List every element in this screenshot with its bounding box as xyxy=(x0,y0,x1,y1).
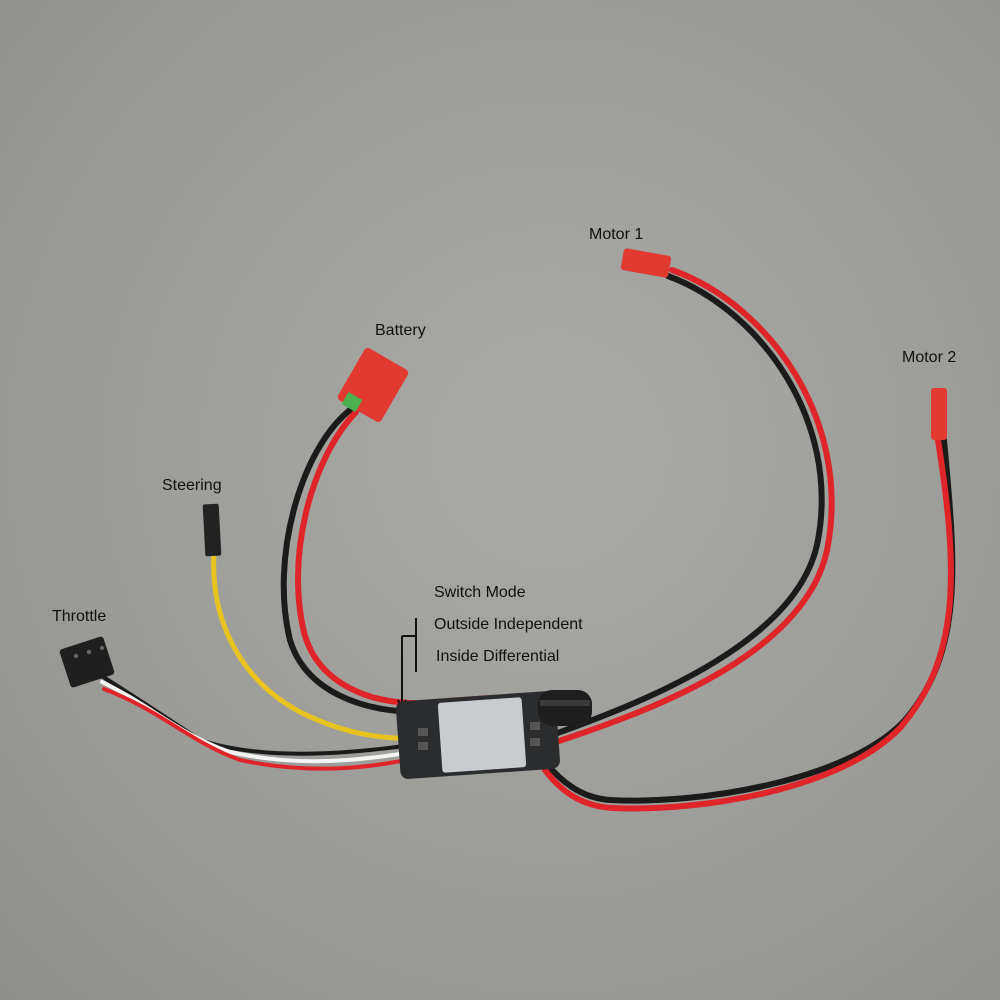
motor1-label: Motor 1 xyxy=(589,226,644,243)
switch-mode-label: Switch Mode xyxy=(434,584,526,601)
switch-mode-bracket xyxy=(397,618,417,713)
outside-independent-label: Outside Independent xyxy=(434,616,583,633)
motor2-cable xyxy=(542,437,956,812)
battery-label: Battery xyxy=(375,322,426,339)
motor2-connector xyxy=(931,388,947,440)
esc-board xyxy=(396,691,560,779)
steering-wire xyxy=(211,549,421,741)
inside-differential-label: Inside Differential xyxy=(436,648,560,665)
steering-label: Steering xyxy=(162,477,222,494)
motor2-label: Motor 2 xyxy=(902,349,957,366)
battery-connector xyxy=(337,347,409,423)
throttle-cable xyxy=(98,673,418,771)
steering-connector xyxy=(202,503,222,557)
throttle-connector xyxy=(59,636,115,688)
motor1-connector xyxy=(620,248,672,278)
motor1-cable xyxy=(549,267,835,745)
throttle-label: Throttle xyxy=(52,608,107,625)
capacitor xyxy=(538,690,592,726)
